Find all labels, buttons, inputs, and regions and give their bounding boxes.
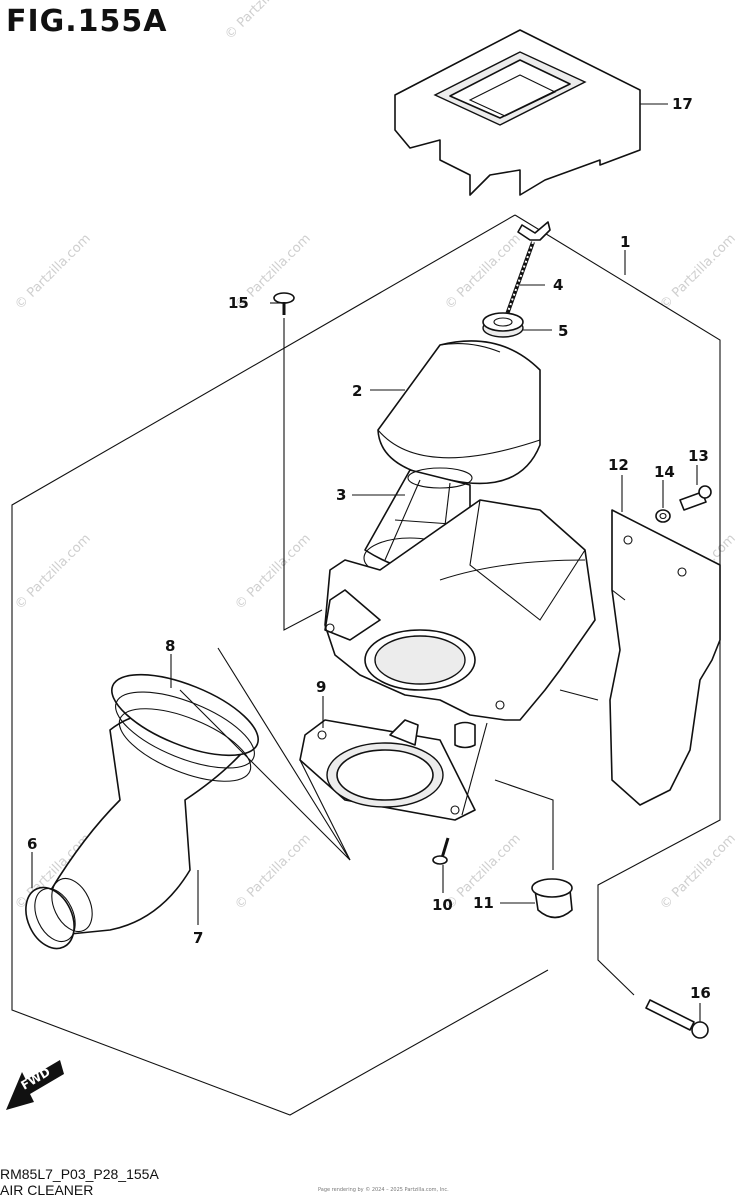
callout-15: 15 xyxy=(228,294,249,312)
callout-1: 1 xyxy=(620,233,630,251)
figure-code: RM85L7_P03_P28_155A xyxy=(0,1166,159,1182)
figure-caption: AIR CLEANER xyxy=(0,1182,94,1198)
flange-part-9 xyxy=(299,719,476,821)
wing-bolt-part-4 xyxy=(503,221,551,321)
callout-10: 10 xyxy=(432,896,453,914)
callout-16: 16 xyxy=(690,984,711,1002)
air-box-housing xyxy=(324,499,596,749)
callout-13: 13 xyxy=(688,447,709,465)
watermark: © Partzilla.com xyxy=(12,531,94,613)
callout-5: 5 xyxy=(558,322,568,340)
figure-title: FIG.155A xyxy=(6,4,168,39)
callout-3: 3 xyxy=(336,486,346,504)
callout-2: 2 xyxy=(352,382,362,400)
assembly-boundary xyxy=(514,214,721,996)
bolt-part-16 xyxy=(645,999,709,1039)
intake-boot-part-7 xyxy=(44,673,259,936)
watermark: © Partzilla.com xyxy=(657,231,739,313)
callout-12: 12 xyxy=(608,456,629,474)
filter-element-part-2 xyxy=(377,340,541,485)
watermark: © Partzilla.com xyxy=(232,831,314,913)
forward-direction-marker: FWD xyxy=(6,1060,64,1110)
screw-part-15 xyxy=(273,292,295,315)
copyright-notice: Page rendering by © 2024 – 2025 Partzill… xyxy=(318,1187,449,1193)
watermark: © Partzilla.com xyxy=(657,831,739,913)
leader-lines xyxy=(31,103,701,1022)
callout-14: 14 xyxy=(654,463,675,481)
callout-7: 7 xyxy=(193,929,203,947)
callout-labels: 17 1 4 5 15 2 3 12 14 13 8 9 6 7 10 11 1… xyxy=(27,95,711,1002)
hose-clamp-part-6 xyxy=(25,877,93,950)
bolt-part-13 xyxy=(679,485,712,511)
watermark: © Partzilla.com xyxy=(12,231,94,313)
watermark: © Partzilla.com xyxy=(232,531,314,613)
assembly-lines xyxy=(179,318,599,870)
grommet-part-11 xyxy=(531,878,573,919)
callout-4: 4 xyxy=(553,276,563,294)
callout-9: 9 xyxy=(316,678,326,696)
callout-11: 11 xyxy=(473,894,494,912)
callout-8: 8 xyxy=(165,637,175,655)
washer-part-14 xyxy=(655,509,671,523)
callout-17: 17 xyxy=(672,95,693,113)
top-cover-part-17 xyxy=(394,29,641,196)
watermark: © Partzilla.com xyxy=(222,0,304,43)
collar-part-5 xyxy=(482,312,524,338)
screw-part-10 xyxy=(432,837,450,865)
callout-6: 6 xyxy=(27,835,37,853)
air-guide-part-12 xyxy=(609,509,721,806)
assembly-boundary-left xyxy=(11,214,549,1116)
